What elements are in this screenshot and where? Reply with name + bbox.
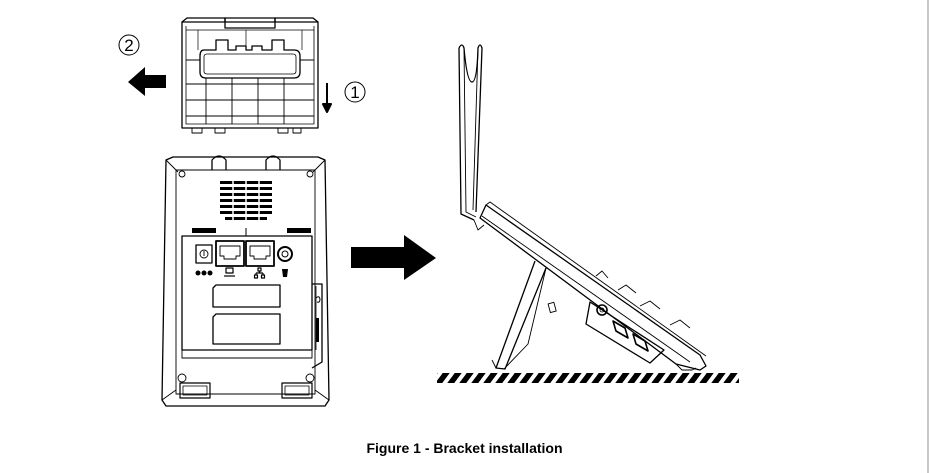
pc-port-icon bbox=[224, 267, 235, 277]
hatch-stripe bbox=[706, 370, 719, 386]
step-1-marker: 1 bbox=[344, 81, 366, 103]
network-port-icon bbox=[253, 267, 266, 279]
hatch-stripe bbox=[550, 370, 563, 386]
phone-side-view-installed bbox=[458, 44, 707, 371]
hatch-stripe bbox=[610, 370, 623, 386]
hatch-stripe bbox=[490, 370, 503, 386]
bracket-top-view bbox=[181, 17, 319, 134]
step-2-marker: 2 bbox=[118, 34, 140, 56]
handset-port bbox=[277, 246, 293, 262]
power-icon bbox=[195, 270, 213, 276]
hatch-stripe bbox=[502, 370, 515, 386]
hatch-stripe bbox=[646, 370, 659, 386]
hatch-stripe bbox=[658, 370, 671, 386]
hatch-stripe bbox=[442, 370, 455, 386]
ground-surface bbox=[420, 370, 759, 386]
hatch-stripe bbox=[634, 370, 647, 386]
hatch-stripe bbox=[718, 370, 731, 386]
hatch-stripe bbox=[514, 370, 527, 386]
hatch-stripe bbox=[598, 370, 611, 386]
hatch-stripe bbox=[454, 370, 467, 386]
hatch-stripe bbox=[526, 370, 539, 386]
hatch-stripe bbox=[682, 370, 695, 386]
page-edge-rule bbox=[927, 0, 929, 473]
step-2-number: 2 bbox=[124, 36, 133, 55]
network-port bbox=[245, 240, 275, 267]
hatch-stripe bbox=[694, 370, 707, 386]
figure-caption: Figure 1 - Bracket installation bbox=[366, 440, 563, 456]
handset-port-icon bbox=[282, 269, 288, 277]
phone-back-view bbox=[161, 155, 330, 407]
arrow-left-icon bbox=[128, 67, 166, 96]
pc-port bbox=[215, 240, 245, 267]
step-1-number: 1 bbox=[350, 83, 359, 102]
hatch-stripe bbox=[670, 370, 683, 386]
power-port bbox=[195, 244, 213, 264]
hatch-stripe bbox=[538, 370, 551, 386]
arrow-right-icon bbox=[351, 235, 436, 280]
arrow-down-icon bbox=[322, 83, 332, 113]
hatch-stripe bbox=[478, 370, 491, 386]
hatch-stripe bbox=[562, 370, 575, 386]
hatch-stripe bbox=[622, 370, 635, 386]
hatch-stripe bbox=[466, 370, 479, 386]
hatch-stripe bbox=[574, 370, 587, 386]
hatch-stripe bbox=[586, 370, 599, 386]
